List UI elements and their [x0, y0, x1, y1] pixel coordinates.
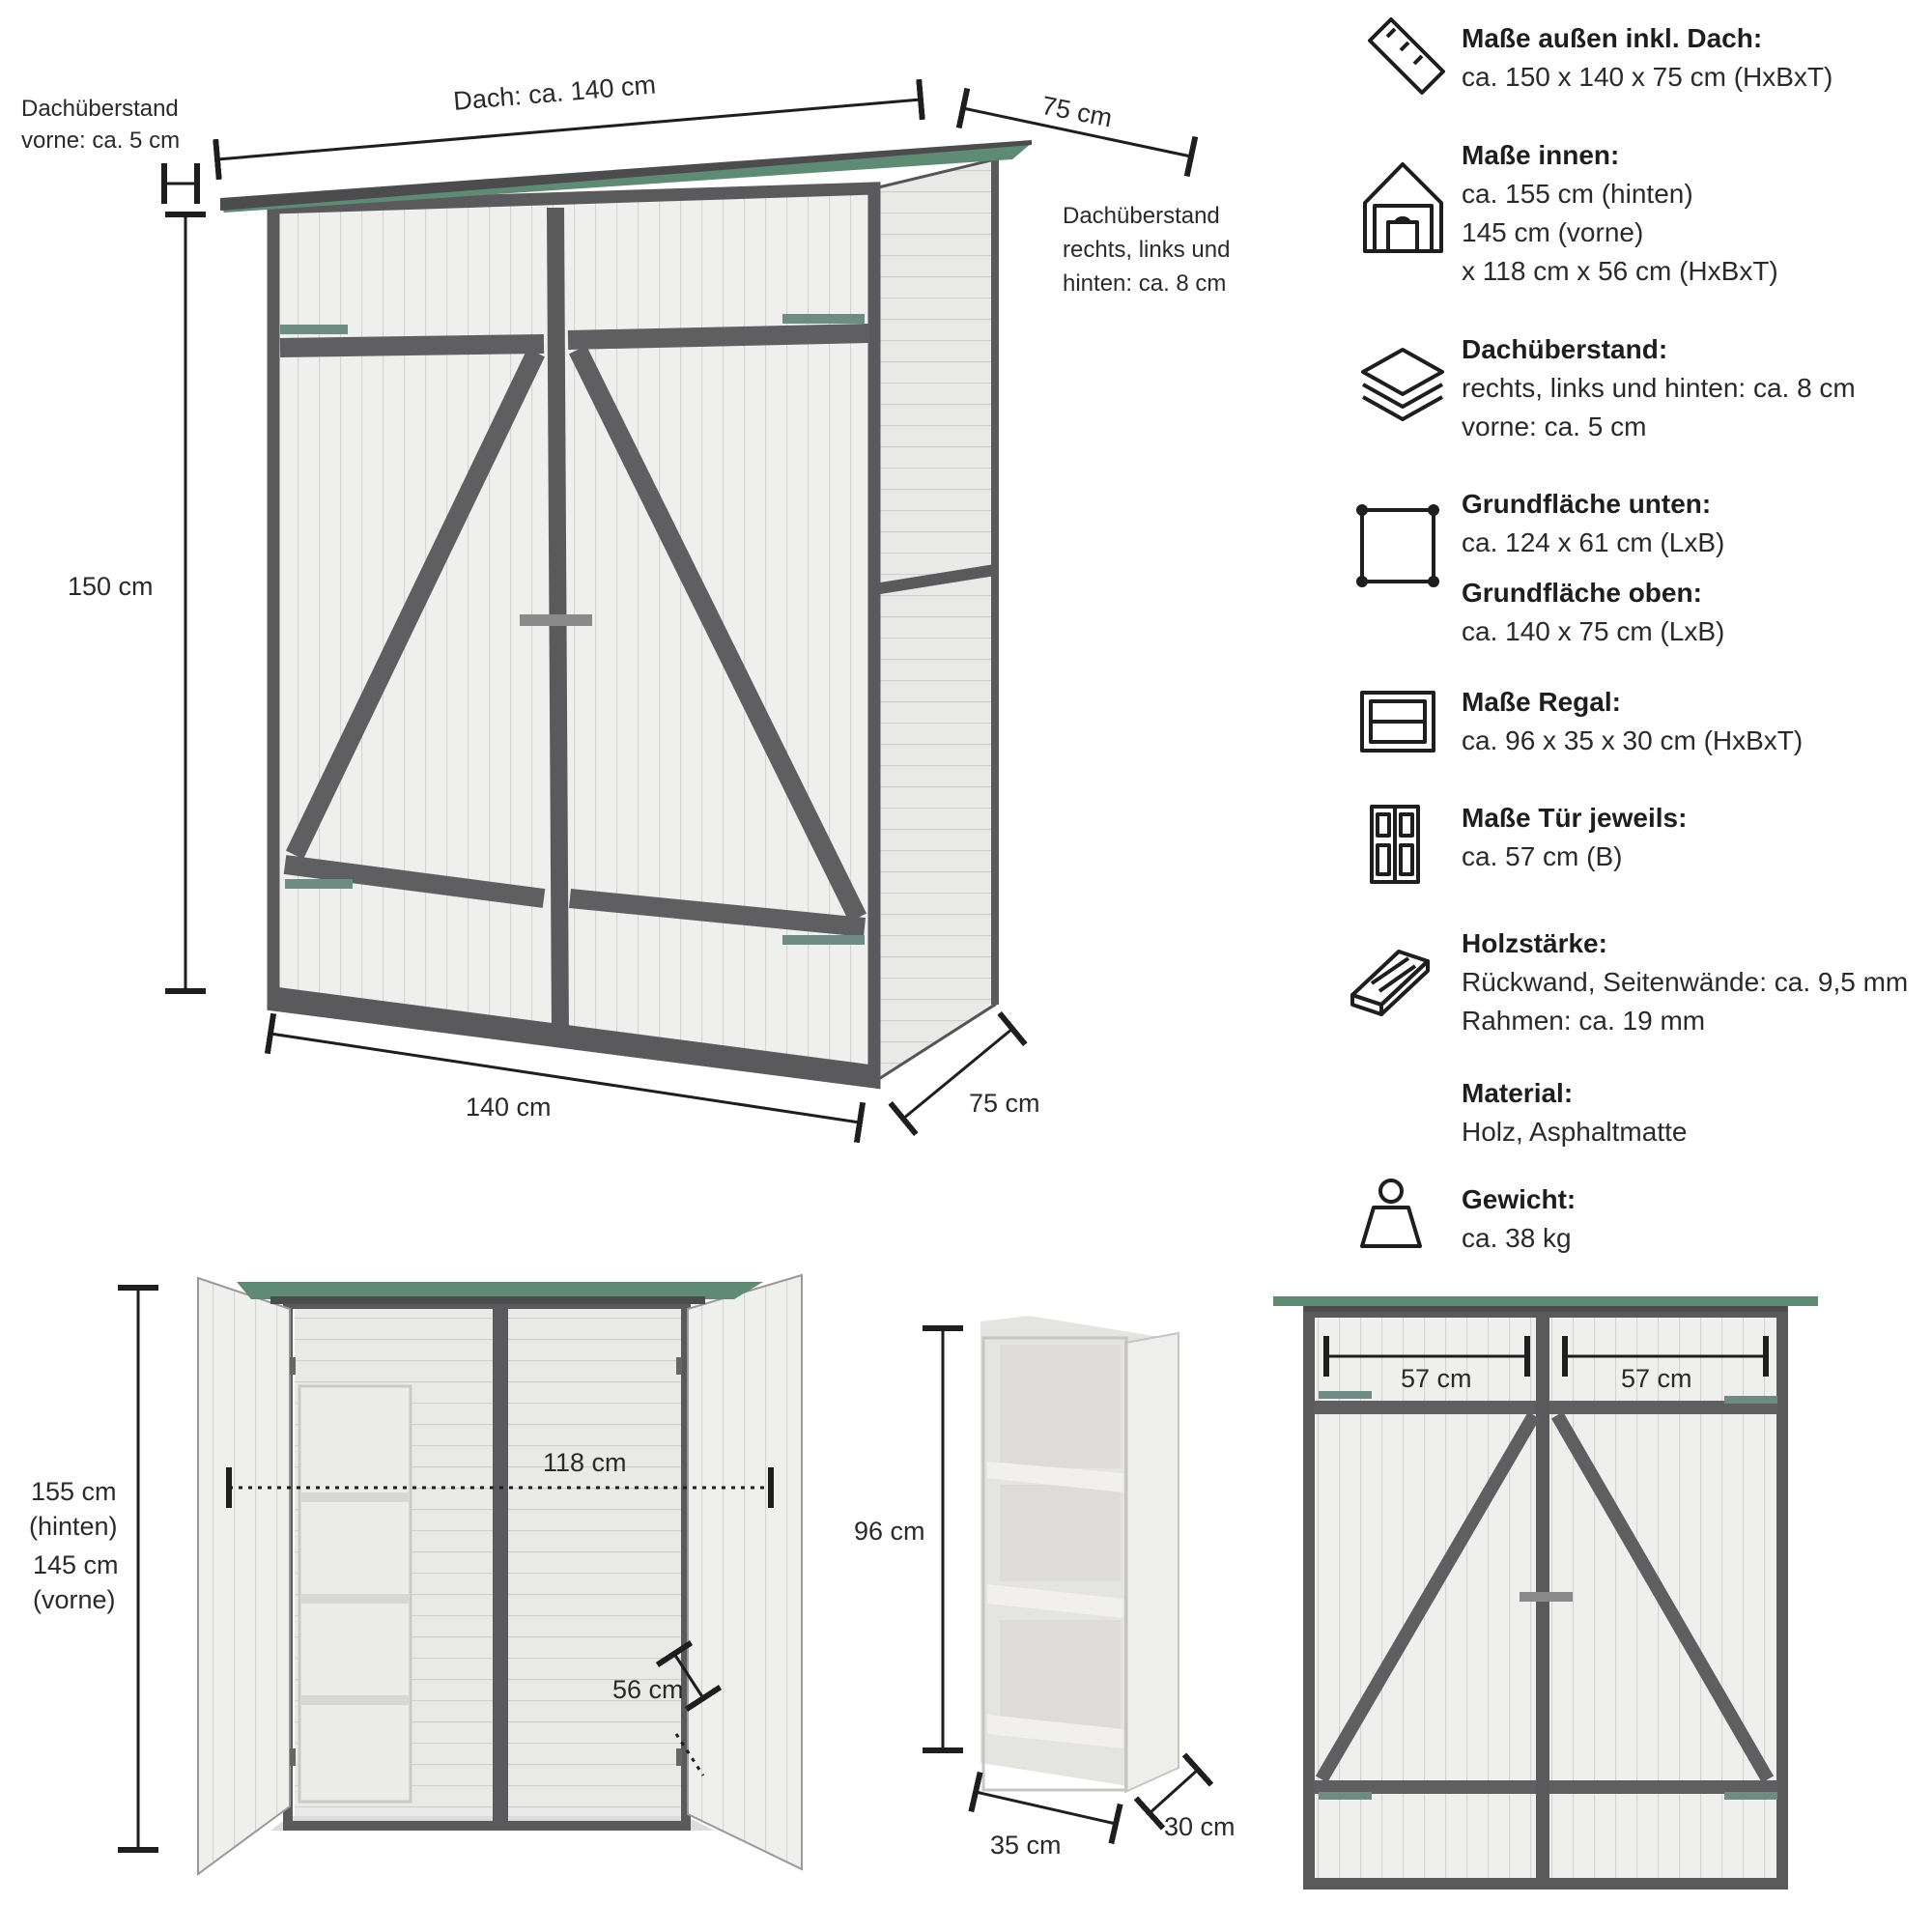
door-icon	[1370, 805, 1420, 884]
shelf-height-label: 96 cm	[854, 1517, 925, 1546]
inner-width-label: 118 cm	[543, 1448, 627, 1477]
spec-value: Rahmen: ca. 19 mm	[1462, 1006, 1706, 1036]
overhang-front-label-1: Dachüberstand	[21, 96, 179, 122]
overhang-sides-label-1: Dachüberstand	[1063, 203, 1220, 229]
shelf-icon	[1360, 691, 1435, 753]
overhang-sides-label-3: hinten: ca. 8 cm	[1063, 270, 1227, 297]
shelf-dimension-lines	[923, 1325, 1214, 1845]
house-icon	[1363, 162, 1443, 253]
spec-footprint: Grundfläche unten: ca. 124 x 61 cm (LxB)…	[1462, 485, 1925, 651]
spec-title: Holzstärke:	[1462, 928, 1607, 958]
spec-wood-thickness: Holzstärke: Rückwand, Seitenwände: ca. 9…	[1462, 924, 1925, 1040]
main-shed-drawing	[220, 140, 1032, 1090]
base-depth-label: 75 cm	[969, 1089, 1040, 1118]
spec-title: Grundfläche unten:	[1462, 489, 1712, 519]
open-right-door	[687, 1273, 803, 1871]
shelf-side	[1124, 1331, 1179, 1794]
base-width-label: 140 cm	[466, 1093, 552, 1122]
spec-title: Maße Regal:	[1462, 687, 1621, 717]
spec-weight: Gewicht: ca. 38 kg	[1462, 1180, 1925, 1258]
door-front-roof	[1273, 1296, 1818, 1306]
spec-title: Dachüberstand:	[1462, 334, 1668, 364]
spec-value: ca. 124 x 61 cm (LxB)	[1462, 527, 1725, 557]
spec-value: ca. 140 x 75 cm (LxB)	[1462, 616, 1725, 646]
spec-value: 145 cm (vorne)	[1462, 217, 1644, 247]
spec-value: ca. 150 x 140 x 75 cm (HxBxT)	[1462, 62, 1833, 92]
shelf-drawing	[980, 1316, 1179, 1794]
open-height-front-label: 145 cm	[33, 1550, 119, 1579]
open-dimension-lines	[118, 1285, 774, 1853]
main-dimension-lines	[161, 78, 1199, 1144]
spec-shelf: Maße Regal: ca. 96 x 35 x 30 cm (HxBxT)	[1462, 683, 1925, 760]
spec-door: Maße Tür jeweils: ca. 57 cm (B)	[1462, 799, 1925, 876]
shed-front-panel	[273, 188, 874, 1082]
spec-roof-overhang: Dachüberstand: rechts, links und hinten:…	[1462, 330, 1925, 446]
spec-title: Maße innen:	[1462, 140, 1620, 170]
spec-value: x 118 cm x 56 cm (HxBxT)	[1462, 256, 1778, 286]
weight-icon	[1360, 1179, 1422, 1248]
spec-value: rechts, links und hinten: ca. 8 cm	[1462, 373, 1856, 403]
spec-value: ca. 38 kg	[1462, 1223, 1572, 1253]
shelf-depth-label: 30 cm	[1164, 1812, 1236, 1841]
open-height-back-label: 155 cm	[31, 1477, 117, 1506]
left-door-width-label: 57 cm	[1401, 1364, 1472, 1393]
spec-material: Material: Holz, Asphaltmatte	[1462, 1074, 1925, 1151]
hinge	[285, 879, 353, 889]
open-height-front-note: (vorne)	[33, 1585, 116, 1614]
spec-value: vorne: ca. 5 cm	[1462, 412, 1647, 441]
hinge	[280, 325, 348, 334]
open-height-back-note: (hinten)	[29, 1512, 118, 1541]
right-door-width-label: 57 cm	[1621, 1364, 1692, 1393]
spec-title: Grundfläche oben:	[1462, 578, 1702, 608]
overhang-front-label-2: vorne: ca. 5 cm	[21, 128, 181, 154]
layers-icon	[1361, 348, 1444, 421]
spec-inner-dimensions: Maße innen: ca. 155 cm (hinten) 145 cm (…	[1462, 136, 1925, 291]
wood-plank-icon	[1350, 950, 1430, 1016]
overhang-sides-label-2: rechts, links und	[1063, 237, 1231, 263]
ruler-icon	[1368, 17, 1445, 95]
spec-title: Material:	[1462, 1078, 1574, 1108]
door-latch	[520, 614, 592, 626]
spec-outer-dimensions: Maße außen inkl. Dach: ca. 150 x 140 x 7…	[1462, 19, 1925, 97]
spec-value: ca. 57 cm (B)	[1462, 841, 1623, 871]
spec-value: Holz, Asphaltmatte	[1462, 1117, 1688, 1147]
inner-depth-label: 56 cm	[612, 1675, 684, 1704]
open-shed-drawing	[197, 1273, 803, 1876]
area-square-icon	[1356, 504, 1439, 587]
hinge	[782, 314, 865, 324]
spec-value: ca. 155 cm (hinten)	[1462, 179, 1693, 209]
hinge	[782, 935, 865, 945]
door-front-drawing	[1273, 1296, 1818, 1889]
open-shed-roof	[237, 1282, 763, 1299]
height-label: 150 cm	[68, 572, 154, 601]
spec-value: ca. 96 x 35 x 30 cm (HxBxT)	[1462, 725, 1804, 755]
spec-title: Maße Tür jeweils:	[1462, 803, 1688, 833]
spec-title: Gewicht:	[1462, 1184, 1577, 1214]
open-left-door	[197, 1276, 291, 1876]
shelf-width-label: 35 cm	[990, 1831, 1062, 1860]
spec-value: Rückwand, Seitenwände: ca. 9,5 mm	[1462, 967, 1909, 997]
spec-title: Maße außen inkl. Dach:	[1462, 23, 1763, 53]
shed-side-wall	[872, 157, 997, 1085]
